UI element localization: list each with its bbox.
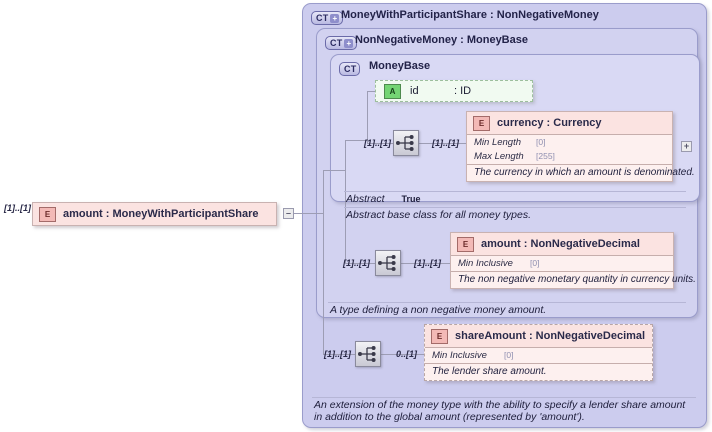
element-box-amount-root[interactable]: E amount : MoneyWithParticipantShare — [32, 202, 277, 226]
facet-value: [0] — [536, 137, 546, 147]
sequence-icon-1[interactable] — [393, 130, 419, 156]
connector-line — [323, 354, 355, 355]
facet-value: [0] — [504, 350, 514, 360]
element-title: amount : NonNegativeDecimal — [481, 238, 640, 250]
connector-line — [381, 354, 425, 355]
complextype-title-inner: MoneyBase — [369, 60, 431, 72]
connector-line — [345, 140, 367, 141]
complextype-badge-icon[interactable]: CT+ — [311, 11, 344, 25]
plus-icon[interactable]: + — [330, 13, 340, 23]
element-box-currency[interactable]: E currency : Currency Min Length [0] Max… — [466, 111, 695, 182]
facet-list: Min Inclusive [0] — [425, 348, 652, 363]
element-header: E currency : Currency — [467, 112, 672, 134]
divider — [451, 271, 673, 272]
divider — [312, 397, 696, 398]
facet-row: Max Length [255] — [474, 151, 665, 162]
facet-row: Min Inclusive [0] — [458, 258, 666, 269]
divider — [467, 134, 672, 135]
connector-line — [419, 143, 467, 144]
facet-list: Min Length [0] Max Length [255] — [467, 135, 672, 164]
complextype-badge-icon[interactable]: CT+ — [325, 36, 358, 50]
element-header: E shareAmount : NonNegativeDecimal — [425, 325, 652, 347]
facet-row: Min Length [0] — [474, 137, 665, 148]
element-title: currency : Currency — [497, 117, 602, 129]
collapse-toggle-root[interactable]: – — [283, 208, 294, 219]
connector-line — [323, 170, 324, 354]
sequence-icon-2[interactable] — [375, 250, 401, 276]
moneywithparticipantshare-annotation: An extension of the money type with the … — [314, 399, 686, 423]
cardinality-shareamount-right: 0..[1] — [396, 349, 418, 359]
expand-toggle-currency[interactable]: + — [681, 141, 692, 152]
facet-name: Min Inclusive — [432, 350, 487, 361]
element-icon: E — [431, 328, 448, 344]
connector-line — [290, 213, 323, 214]
element-icon: E — [39, 206, 56, 222]
facet-name: Abstract — [346, 193, 385, 205]
element-description: The non negative monetary quantity in cu… — [451, 272, 696, 288]
element-box-amount[interactable]: E amount : NonNegativeDecimal Min Inclus… — [450, 232, 696, 289]
element-title: amount : MoneyWithParticipantShare — [63, 208, 259, 220]
cardinality-currency-right: [1]..[1] — [432, 138, 459, 148]
element-header: E amount : MoneyWithParticipantShare — [33, 203, 276, 225]
facet-row: Min Inclusive [0] — [432, 350, 645, 361]
ct-badge-label: CT — [330, 37, 343, 48]
divider — [344, 191, 686, 192]
facet-name: Min Inclusive — [458, 258, 513, 269]
nonnegativemoney-annotation: A type defining a non negative money amo… — [330, 304, 547, 316]
cardinality-amount-right: [1]..[1] — [414, 258, 441, 268]
attribute-name: id — [410, 85, 419, 97]
divider — [425, 363, 652, 364]
divider — [344, 207, 686, 208]
facet-value: True — [401, 194, 421, 204]
complextype-title-outer: MoneyWithParticipantShare : NonNegativeM… — [341, 9, 599, 21]
facet-name: Max Length — [474, 151, 524, 162]
cardinality-shareamount-left: [1]..[1] — [324, 349, 351, 359]
element-title: shareAmount : NonNegativeDecimal — [455, 330, 646, 342]
facet-list: Min Inclusive [0] — [451, 256, 673, 271]
divider — [328, 302, 686, 303]
connector-line — [323, 170, 345, 171]
element-header: E amount : NonNegativeDecimal — [451, 233, 673, 255]
attribute-box-id[interactable]: A id : ID — [375, 80, 533, 102]
connector-line — [367, 91, 368, 143]
divider — [451, 255, 673, 256]
connector-line — [345, 263, 375, 264]
divider — [425, 347, 652, 348]
divider — [467, 164, 672, 165]
cardinality-amount-left: [1]..[1] — [343, 258, 370, 268]
moneybase-annotation: Abstract base class for all money types. — [346, 209, 531, 221]
element-box-shareamount[interactable]: E shareAmount : NonNegativeDecimal Min I… — [424, 324, 653, 381]
plus-icon[interactable]: + — [344, 38, 354, 48]
ct-badge-label: CT — [316, 12, 329, 23]
attribute-type: : ID — [454, 85, 472, 97]
connector-line — [345, 140, 346, 264]
sequence-icon-3[interactable] — [355, 341, 381, 367]
element-description: The lender share amount. — [425, 364, 652, 380]
facet-name: Min Length — [474, 137, 522, 148]
element-icon: E — [473, 115, 490, 131]
complextype-title-mid: NonNegativeMoney : MoneyBase — [355, 34, 528, 46]
connector-line — [401, 263, 451, 264]
complextype-badge-icon[interactable]: CT — [339, 62, 361, 76]
element-description: The currency in which an amount is denom… — [467, 165, 695, 181]
attribute-icon: A — [384, 83, 401, 99]
cardinality-currency-left: [1]..[1] — [364, 138, 391, 148]
element-icon: E — [457, 236, 474, 252]
facet-value: [0] — [530, 258, 540, 268]
ct-badge-label: CT — [344, 63, 357, 74]
cardinality-root: [1]..[1] — [4, 203, 31, 213]
facet-value: [255] — [536, 151, 555, 161]
connector-line — [367, 143, 393, 144]
moneybase-facet-row: Abstract True — [346, 193, 702, 205]
connector-line — [367, 91, 375, 92]
